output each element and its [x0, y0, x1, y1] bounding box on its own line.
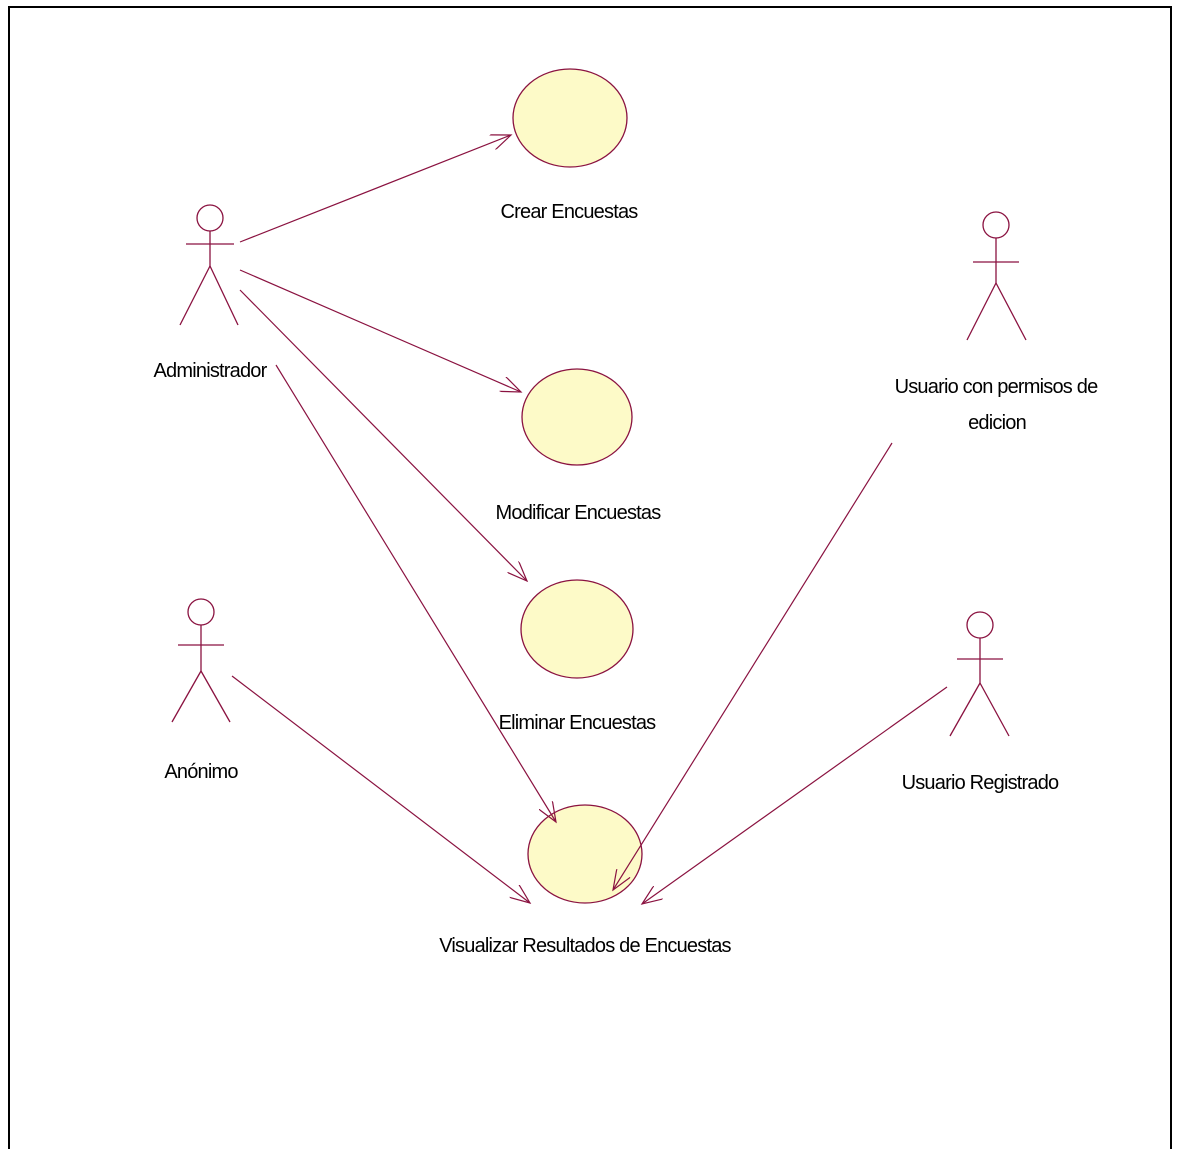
- assoc-administrador-modificar: [239, 269, 521, 392]
- actor-administrador[interactable]: [179, 204, 239, 326]
- diagram-frame: [8, 6, 1172, 1149]
- usecase-crear-encuestas[interactable]: [512, 68, 628, 168]
- assoc-anonimo-visualizar: [231, 675, 530, 903]
- assoc-administrador-crear: [239, 135, 511, 243]
- usecase-modificar-encuestas[interactable]: [521, 368, 633, 466]
- label-administrador: Administrador: [154, 360, 268, 382]
- actor-right-leg: [209, 265, 239, 326]
- actor-left-leg: [949, 682, 981, 737]
- label-usuario-permisos-line1: Usuario con permisos de: [895, 376, 1098, 398]
- assoc-registrado-visualizar: [642, 686, 948, 904]
- assoc-permisos-visualizar: [613, 442, 893, 890]
- actor-usuario-con-permisos[interactable]: [966, 211, 1027, 341]
- usecase-eliminar-encuestas[interactable]: [520, 579, 634, 679]
- label-modificar-encuestas: Modificar Encuestas: [496, 502, 662, 524]
- actor-head: [966, 611, 994, 639]
- label-crear-encuestas: Crear Encuestas: [501, 201, 639, 223]
- actor-right-leg: [995, 282, 1027, 341]
- actor-usuario-registrado[interactable]: [949, 611, 1010, 737]
- actor-left-leg: [171, 670, 202, 723]
- label-anonimo: Anónimo: [164, 761, 238, 783]
- actor-right-leg: [979, 682, 1010, 737]
- label-usuario-registrado: Usuario Registrado: [902, 772, 1059, 794]
- actor-head: [982, 211, 1010, 239]
- actor-left-leg: [179, 265, 211, 326]
- usecase-visualizar-resultados[interactable]: [527, 804, 643, 904]
- label-usuario-permisos-line2: edicion: [968, 412, 1026, 434]
- actor-left-leg: [966, 282, 997, 341]
- actor-anonimo[interactable]: [171, 598, 231, 723]
- actor-head: [187, 598, 215, 626]
- label-eliminar-encuestas: Eliminar Encuestas: [499, 712, 657, 734]
- assoc-administrador-visualizar: [275, 364, 556, 822]
- label-visualizar-resultados: Visualizar Resultados de Encuestas: [439, 935, 731, 957]
- actor-right-leg: [200, 670, 231, 723]
- assoc-administrador-eliminar: [239, 289, 527, 581]
- actor-head: [196, 204, 224, 232]
